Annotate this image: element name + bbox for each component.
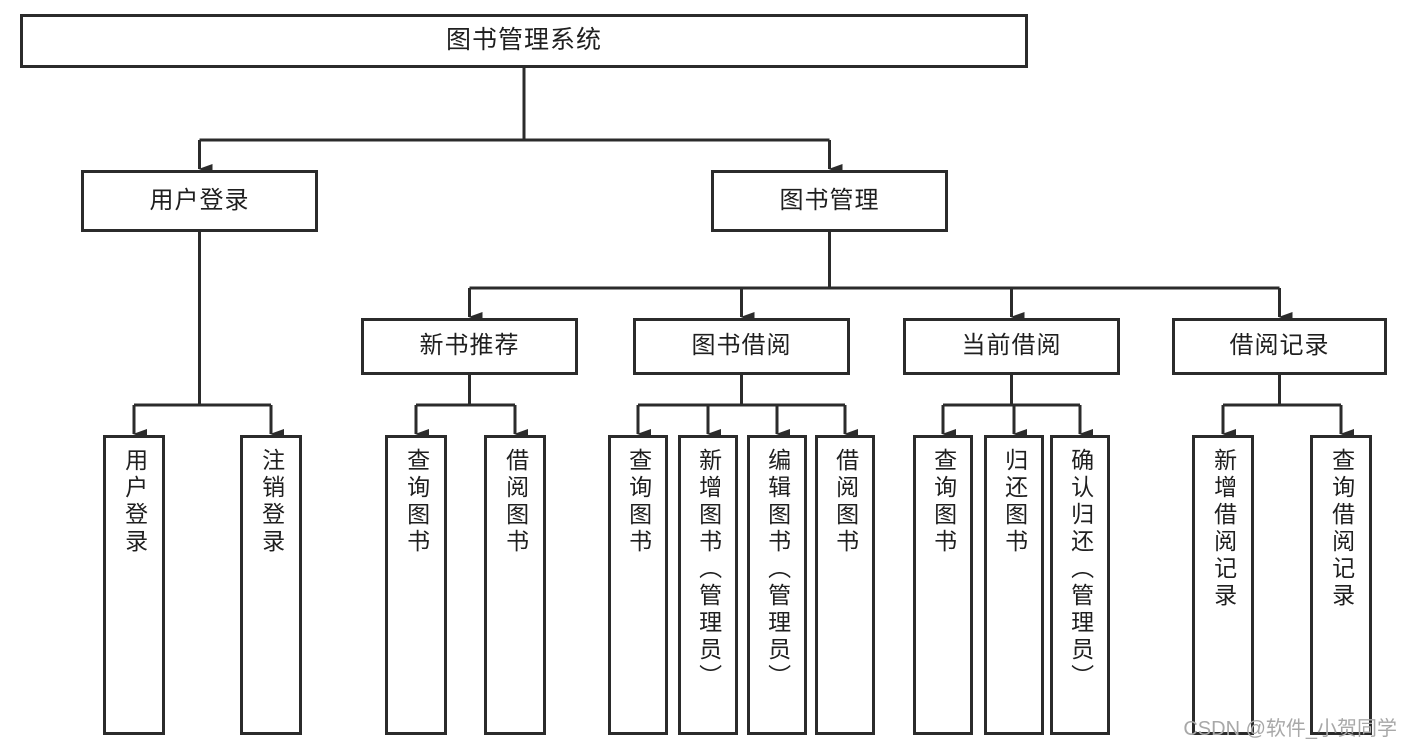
node-leaf-cb-confirm[interactable]: 确认归还（管理员）: [1050, 435, 1110, 735]
node-leaf-bb-borrow[interactable]: 借阅图书: [815, 435, 875, 735]
watermark-text: CSDN @软件_小贺同学: [1183, 718, 1397, 740]
node-label: 查询图书: [403, 448, 430, 556]
node-label: 确认归还（管理员）: [1067, 448, 1094, 691]
node-label: 查询图书: [930, 448, 957, 556]
node-root[interactable]: 图书管理系统: [20, 14, 1028, 68]
node-label: 当前借阅: [961, 332, 1062, 360]
node-label: 新增图书（管理员）: [695, 448, 722, 691]
node-leaf-bb-edit[interactable]: 编辑图书（管理员）: [747, 435, 807, 735]
node-leaf-bb-query[interactable]: 查询图书: [608, 435, 668, 735]
node-current-borrow[interactable]: 当前借阅: [903, 318, 1120, 375]
node-label: 借阅记录: [1229, 332, 1330, 360]
node-leaf-nb-borrow[interactable]: 借阅图书: [484, 435, 546, 735]
node-label: 图书借阅: [691, 332, 792, 360]
node-leaf-cb-query[interactable]: 查询图书: [913, 435, 973, 735]
node-leaf-br-query[interactable]: 查询借阅记录: [1310, 435, 1372, 735]
node-label: 新增借阅记录: [1210, 448, 1237, 610]
node-label: 用户登录: [121, 448, 148, 556]
node-book-borrow[interactable]: 图书借阅: [633, 318, 850, 375]
node-label: 用户登录: [149, 186, 250, 214]
node-label: 图书管理系统: [445, 26, 602, 55]
node-leaf-nb-query[interactable]: 查询图书: [385, 435, 447, 735]
node-new-book-rec[interactable]: 新书推荐: [361, 318, 578, 375]
node-label: 图书管理: [779, 186, 880, 214]
node-leaf-bb-add[interactable]: 新增图书（管理员）: [678, 435, 738, 735]
node-label: 查询图书: [625, 448, 652, 556]
node-label: 借阅图书: [502, 448, 529, 556]
node-leaf-br-add[interactable]: 新增借阅记录: [1192, 435, 1254, 735]
node-leaf-user-logout[interactable]: 注销登录: [240, 435, 302, 735]
node-book-manage[interactable]: 图书管理: [711, 170, 948, 232]
node-label: 借阅图书: [832, 448, 859, 556]
node-label: 查询借阅记录: [1328, 448, 1355, 610]
node-label: 编辑图书（管理员）: [764, 448, 791, 691]
node-label: 新书推荐: [419, 332, 520, 360]
node-label: 归还图书: [1001, 448, 1028, 556]
node-user-login[interactable]: 用户登录: [81, 170, 318, 232]
node-leaf-cb-return[interactable]: 归还图书: [984, 435, 1044, 735]
node-leaf-user-login[interactable]: 用户登录: [103, 435, 165, 735]
node-label: 注销登录: [258, 448, 285, 556]
node-borrow-record[interactable]: 借阅记录: [1172, 318, 1387, 375]
